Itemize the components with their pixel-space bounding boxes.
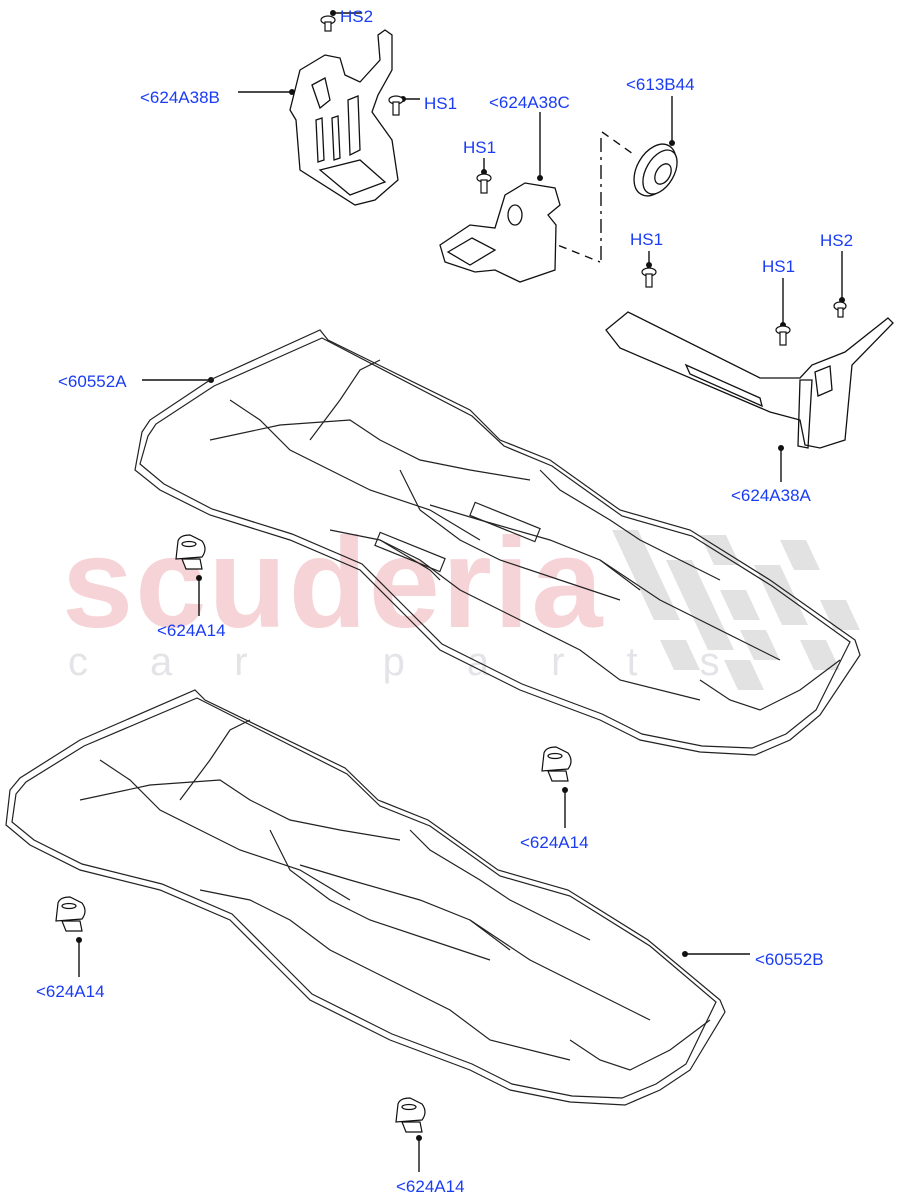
bracket-624A38A <box>605 311 894 449</box>
callout-624A14-c[interactable]: <624A14 <box>36 982 105 1001</box>
watermark-checker-flag <box>612 530 860 690</box>
wire-frame-60552B <box>5 689 726 1106</box>
callout-613B44[interactable]: <613B44 <box>626 75 695 94</box>
callout-624A38A[interactable]: <624A38A <box>731 486 811 505</box>
pulley-613B44 <box>633 143 678 197</box>
callout-624A14-b[interactable]: <624A14 <box>520 833 589 852</box>
callout-hs2-top[interactable]: HS2 <box>340 7 374 26</box>
wire-frame-60552A <box>134 329 861 756</box>
watermark-brand: scuderia <box>62 512 605 655</box>
callout-hs1-right[interactable]: HS1 <box>762 257 796 276</box>
callout-hs1-top[interactable]: HS1 <box>424 94 458 113</box>
callout-624A14-d[interactable]: <624A14 <box>396 1177 465 1196</box>
watermark-subtitle: car parts <box>68 640 782 684</box>
screw-icons <box>320 15 847 346</box>
callout-hs1-mid-right[interactable]: HS1 <box>630 230 664 249</box>
callout-624A38C[interactable]: <624A38C <box>489 93 570 112</box>
callout-624A38B[interactable]: <624A38B <box>140 88 220 107</box>
clip-icons-624A14 <box>55 534 572 1133</box>
callout-hs1-mid-left[interactable]: HS1 <box>463 138 497 157</box>
callout-60552A[interactable]: <60552A <box>58 372 127 391</box>
bracket-624A38C <box>439 182 561 283</box>
leader-dots <box>76 10 845 1141</box>
callout-60552B[interactable]: <60552B <box>755 950 824 969</box>
callout-624A14-a[interactable]: <624A14 <box>157 621 226 640</box>
bracket-624A38B <box>289 29 399 206</box>
callout-hs2-right[interactable]: HS2 <box>820 231 854 250</box>
